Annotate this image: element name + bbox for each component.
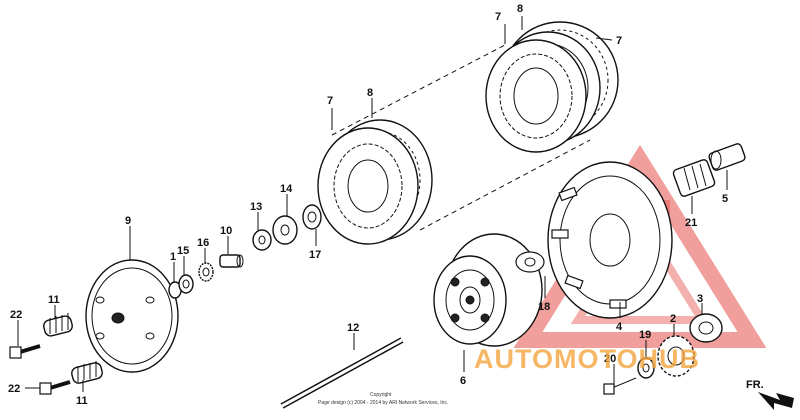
- callout-16: 14: [280, 183, 293, 195]
- clutch-outer: [547, 161, 673, 319]
- direction-label: FR.: [746, 379, 764, 391]
- watermark-wordmark: AUTOMOTOHUB: [474, 344, 700, 374]
- clutch-plate-stack-middle: [317, 119, 433, 245]
- callout-19: 15: [177, 245, 189, 257]
- bolt-upper: [9, 344, 41, 359]
- lock-nut-14: [252, 229, 272, 251]
- clutch-center: [433, 255, 507, 345]
- needle-bearing: [672, 159, 716, 197]
- front-arrow-icon: [758, 392, 794, 410]
- watermark-text: AUTOMOTOHUB: [474, 344, 700, 374]
- lifter-rod: [280, 337, 404, 409]
- callout-22-lower: 22: [8, 383, 20, 395]
- callout-18: 17: [309, 249, 321, 261]
- clutch-spring-upper: [43, 313, 73, 337]
- callout-8-upper: 8: [517, 3, 523, 15]
- alignment-lines: [331, 44, 591, 231]
- callout-3: 3: [697, 293, 703, 305]
- clutch-cover: [85, 259, 179, 373]
- bearing-19: [178, 274, 194, 294]
- leader-lines: [17, 16, 728, 392]
- callout-4: 4: [616, 321, 623, 333]
- washer-18: [302, 204, 322, 230]
- gear: [657, 335, 695, 377]
- callout-17: 19: [639, 329, 651, 341]
- callout-15: 18: [538, 301, 550, 313]
- callout-12: 12: [347, 322, 359, 334]
- callout-9: 9: [125, 215, 131, 227]
- callout-7-upper-left: 7: [495, 11, 501, 23]
- clutch-plate-stack-upper: [485, 21, 619, 153]
- callout-8-middle: 8: [367, 87, 373, 99]
- lifter-piece-10: [219, 254, 244, 268]
- callout-7-middle: 7: [327, 95, 333, 107]
- callout-2: 2: [670, 313, 676, 325]
- callout-13: 20: [604, 353, 616, 365]
- bush: [708, 143, 746, 171]
- clutch-spring-lower: [71, 361, 103, 384]
- callout-14: 13: [250, 201, 262, 213]
- callout-5: 5: [722, 193, 728, 205]
- callout-labels: 7 8 7 7 8 9 1 15 16 10 13 14 17 11 11 22…: [8, 3, 728, 407]
- callout-22-upper: 22: [10, 309, 22, 321]
- copyright-line-2: Page design (c) 2004 - 2014 by ARI Netwo…: [318, 400, 448, 406]
- callout-21: 21: [685, 217, 697, 229]
- bolt-lower: [39, 380, 71, 395]
- lock-washer-16: [272, 215, 298, 245]
- callout-11-upper: 11: [48, 294, 60, 306]
- callout-1: 1: [170, 251, 176, 263]
- copyright-line-1: Copyright: [370, 392, 392, 398]
- callout-7-upper-right: 7: [616, 35, 622, 47]
- front-direction-marker: FR.: [746, 379, 794, 410]
- bearing-20: [198, 262, 214, 282]
- callout-11-lower: 11: [76, 395, 88, 407]
- copyright-notice: Copyright Page design (c) 2004 - 2014 by…: [318, 392, 448, 406]
- callout-6: 6: [460, 375, 466, 387]
- bolt-13: [603, 377, 637, 395]
- callout-20: 16: [197, 237, 209, 249]
- bearing: [689, 313, 723, 343]
- callout-10: 10: [220, 225, 232, 237]
